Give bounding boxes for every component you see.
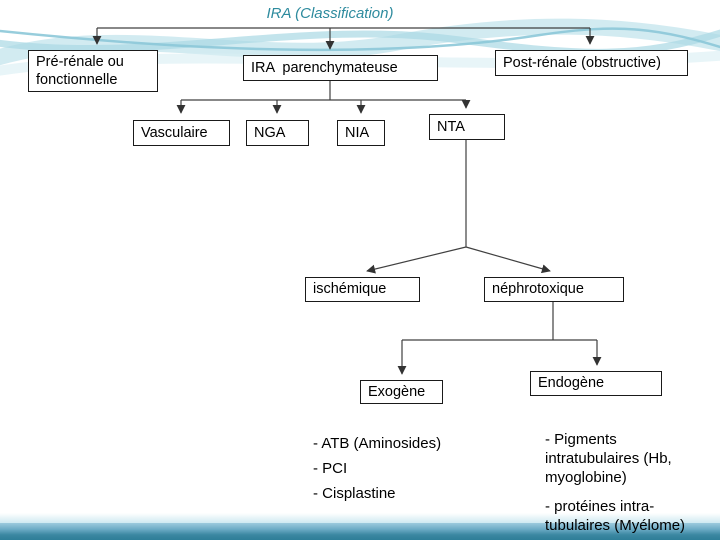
node-vasculaire: Vasculaire	[133, 120, 230, 146]
node-nga: NGA	[246, 120, 309, 146]
node-vasculaire-label: Vasculaire	[141, 124, 208, 141]
node-nephrotoxique: néphrotoxique	[484, 277, 624, 302]
node-post-renale-label: Post-rénale (obstructive)	[503, 54, 661, 71]
list-item: - PCI	[313, 460, 348, 477]
node-pre-renale-label: Pré-rénale ou fonctionnelle	[36, 53, 124, 88]
node-exogene: Exogène	[360, 380, 443, 404]
list-item: - Pigments intratubulaires (Hb, myoglobi…	[545, 431, 672, 486]
node-pre-renale: Pré-rénale ou fonctionnelle	[28, 50, 158, 92]
node-ischemique: ischémique	[305, 277, 420, 302]
node-nia: NIA	[337, 120, 385, 146]
endogene-item-list: - Pigments intratubulaires (Hb, myoglobi…	[545, 430, 703, 540]
exogene-item-list: - ATB (Aminosides) - PCI - Cisplastine	[313, 435, 483, 510]
slide-title: IRA (Classification)	[266, 5, 394, 22]
node-nta-label: NTA	[437, 118, 465, 135]
footer-bar-decoration	[0, 523, 720, 540]
node-nia-label: NIA	[345, 124, 370, 141]
node-ischemique-label: ischémique	[313, 281, 387, 298]
node-endogene: Endogène	[530, 371, 662, 396]
node-nga-label: NGA	[254, 124, 286, 141]
node-nta: NTA	[429, 114, 505, 140]
node-nephrotoxique-label: néphrotoxique	[492, 281, 584, 298]
list-item: - protéines intra-tubulaires (Myélome)	[545, 498, 686, 534]
node-parenchymateuse: IRA parenchymateuse	[243, 55, 438, 81]
list-item: - ATB (Aminosides)	[313, 435, 442, 452]
node-exogene-label: Exogène	[368, 383, 426, 400]
node-parenchymateuse-label: IRA parenchymateuse	[251, 59, 398, 76]
list-item: - Cisplastine	[313, 485, 396, 502]
node-endogene-label: Endogène	[538, 375, 605, 392]
footer-light-strip-decoration	[0, 513, 720, 523]
node-post-renale: Post-rénale (obstructive)	[495, 50, 688, 76]
